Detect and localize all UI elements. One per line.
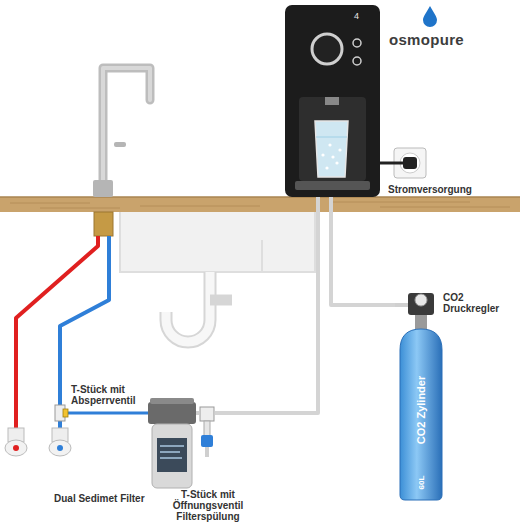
valve-rosette-cold (49, 440, 71, 456)
tube-connector (215, 197, 318, 413)
pressure-regulator (408, 293, 434, 315)
water-dispenser: 4osmopure (285, 5, 380, 197)
flush-outlet (205, 447, 209, 457)
co2-cylinder (400, 329, 442, 500)
faucet-lever (114, 142, 126, 147)
plug (403, 157, 417, 169)
cylinder-valve (415, 315, 427, 329)
drain-trap-inner (166, 272, 210, 342)
cold-dot (57, 445, 63, 451)
faucet (103, 68, 150, 185)
faucet-highlight (103, 68, 150, 185)
bubble (325, 166, 328, 169)
drip-tray (295, 181, 370, 190)
water-level (316, 137, 347, 138)
control-knob (312, 34, 342, 64)
filter-bracket (150, 398, 194, 404)
sink-divider (261, 240, 263, 272)
power-label: Stromversorgung (388, 184, 472, 195)
bubble (338, 148, 341, 151)
shutoff-tee-shape (52, 405, 68, 421)
cold-water-pipe (60, 236, 109, 405)
cylinder-volume: 60L (417, 468, 426, 498)
faucet-base (93, 180, 113, 197)
filter-housing (152, 424, 192, 488)
tube-connector (196, 411, 199, 415)
brass-fitting (94, 212, 113, 236)
bubble (331, 155, 334, 158)
sticker-lines (160, 446, 184, 458)
shutoff-tee: T-Stück mit Absperrventil (52, 405, 68, 421)
drain-trap (166, 272, 210, 342)
dispenser-body (285, 5, 380, 197)
bubble (335, 161, 338, 164)
shutoff-tee-label: T-Stück mit Absperrventil (71, 384, 147, 406)
countertop-edge (0, 196, 520, 198)
regulator-gauge (415, 294, 427, 306)
co2-hose-stub (395, 303, 409, 307)
valve-rosette-hot (5, 440, 27, 456)
cylinder-label: CO2 Zylinder (415, 370, 427, 450)
regulator-label: CO2 Druckregler (443, 292, 507, 314)
flush-tee-valve-shape (199, 405, 215, 457)
brand-logo: osmopure (389, 31, 464, 48)
filter-label: Dual Sedimet Filter (54, 493, 145, 504)
nozzle (325, 97, 339, 105)
dispenser-recess (299, 97, 366, 181)
power-cable (380, 162, 403, 165)
bubble (328, 143, 331, 146)
tube-connector (331, 197, 395, 305)
filter-head (148, 402, 196, 424)
filter-sticker (157, 438, 187, 472)
countertop (0, 197, 520, 212)
water-dispenser-shape (285, 5, 380, 197)
shutoff-lever (63, 409, 68, 417)
display-digit: 4 (354, 11, 359, 21)
sediment-filter: Dual Sedimet Filter (148, 398, 196, 490)
flush-tee-label: T-Stück mit Öffnungsventil Filterspülung (169, 489, 247, 522)
flush-tee (200, 407, 214, 421)
bubble (321, 153, 324, 156)
flush-valve-handle (201, 435, 213, 447)
co2-cylinder: CO2 DruckreglerCO2 Zylinder60L (395, 290, 447, 502)
wood-grain (10, 202, 510, 208)
sediment-filter-shape (148, 398, 196, 490)
drain-outlet (210, 295, 232, 306)
button (353, 39, 361, 47)
hot-dot (13, 445, 19, 451)
sink-basin (120, 205, 315, 272)
button (353, 57, 361, 65)
tube-connector (68, 412, 148, 415)
flush-tee-valve: T-Stück mit Öffnungsventil Filterspülung (199, 405, 215, 457)
water-glass (315, 121, 348, 177)
logo-drop (423, 6, 437, 27)
